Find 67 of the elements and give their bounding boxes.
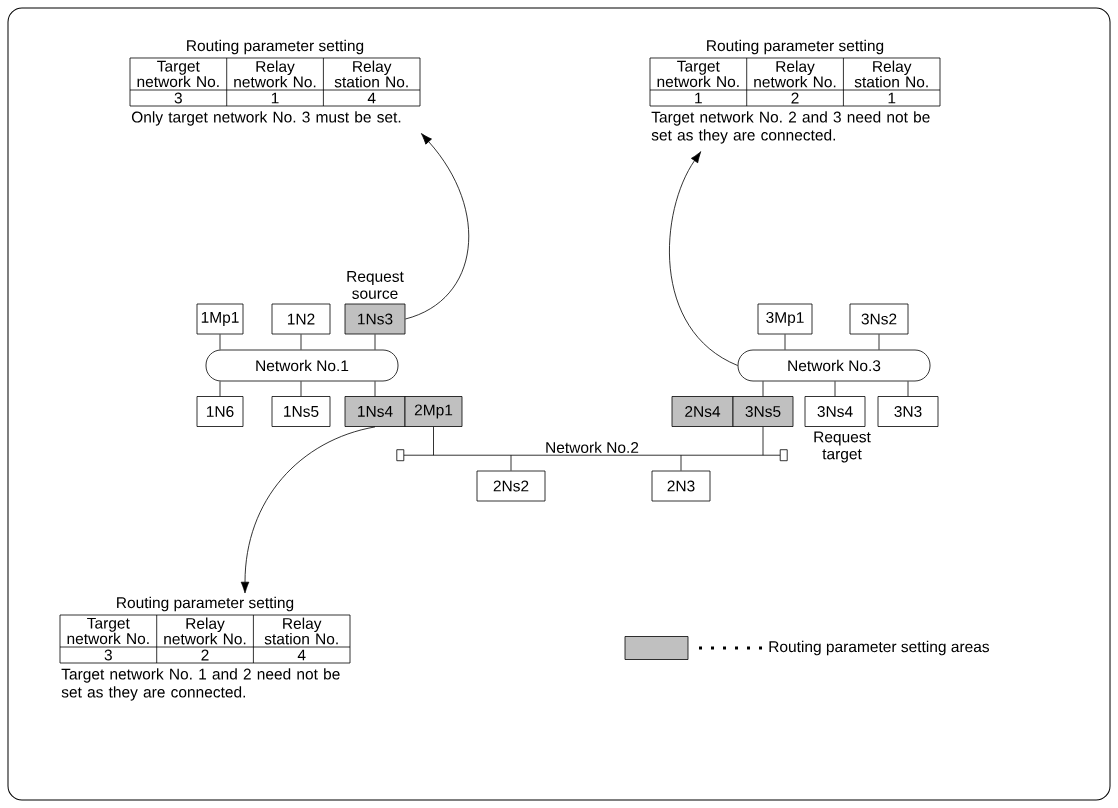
connection-line (300, 381, 302, 397)
station-box: 1N6 (196, 396, 244, 427)
curved-arrow (669, 151, 738, 366)
header-cell: Relay network No. (754, 60, 836, 88)
connection-line (762, 381, 764, 397)
station-box: 2Ns2 (476, 470, 546, 502)
station-box: 1Ns5 (271, 396, 331, 427)
note-text: Target network No. 1 and 2 need not be set as they are connected. (61, 668, 340, 701)
connection-line (784, 334, 786, 350)
note-text: Only target network No. 3 must be set. (131, 111, 401, 126)
connection-line (680, 454, 682, 471)
table-title: Routing parameter setting (187, 39, 364, 55)
network-capsule: Network No.1 (205, 349, 399, 382)
routing-table (129, 57, 421, 107)
header-cell: Relay station No. (334, 60, 408, 88)
curved-arrow (240, 426, 376, 594)
value-cell: 2 (201, 649, 209, 661)
header-cell: Target network No. (67, 617, 149, 645)
node-label: Network No.2 (546, 441, 639, 454)
routing-table (649, 57, 941, 107)
table-title: Routing parameter setting (117, 596, 294, 612)
value-cell: 1 (888, 92, 896, 104)
header-cell: Relay station No. (854, 60, 928, 88)
station-box: 1Ns4 (344, 396, 406, 427)
connection-line (219, 334, 221, 350)
connection-line (374, 381, 376, 397)
connection-line (300, 334, 302, 350)
connection-line (433, 426, 434, 456)
header-cell: Relay network No. (234, 60, 316, 88)
header-cell: Relay station No. (264, 617, 338, 645)
connection-line (219, 381, 221, 397)
station-box: 1N2 (271, 303, 331, 335)
value-cell: 2 (791, 92, 799, 104)
connection-line (907, 381, 909, 397)
legend-text: Routing parameter setting areas (769, 640, 990, 656)
side-label: Request target (814, 431, 871, 463)
header-cell: Target network No. (137, 60, 219, 88)
station-box: 1Mp1 (196, 303, 244, 335)
station-box: 3Ns2 (849, 303, 909, 335)
station-box: 3Mp1 (757, 303, 813, 335)
station-box: 1Ns3 (344, 303, 406, 335)
note-text: Target network No. 2 and 3 need not be set as they are connected. (651, 111, 930, 144)
station-box: 3Ns5 (732, 396, 794, 427)
network-capsule: Network No.3 (737, 349, 931, 382)
value-cell: 3 (104, 649, 112, 661)
value-cell: 4 (297, 649, 306, 661)
station-box: 2Mp1 (404, 396, 463, 427)
table-title: Routing parameter setting (707, 39, 884, 55)
station-box: 3N3 (877, 396, 939, 427)
value-cell: 1 (695, 92, 702, 104)
header-cell: Target network No. (657, 60, 739, 88)
network-bus: Network No.2 (396, 441, 788, 462)
value-cell: 3 (174, 92, 182, 104)
routing-table (59, 614, 351, 664)
station-box: 3Ns4 (804, 396, 866, 427)
connection-line (374, 334, 376, 350)
station-box: 2Ns4 (671, 396, 734, 427)
station-caption: Request source (347, 271, 404, 299)
connection-line (834, 381, 836, 397)
connection-line (762, 426, 764, 456)
value-cell: 4 (367, 92, 376, 104)
value-cell: 1 (271, 92, 279, 104)
station-box: 2N3 (651, 470, 711, 502)
header-cell: Relay network No. (164, 617, 246, 645)
connection-line (878, 334, 880, 350)
curved-arrow (405, 133, 470, 320)
connection-line (510, 454, 512, 471)
